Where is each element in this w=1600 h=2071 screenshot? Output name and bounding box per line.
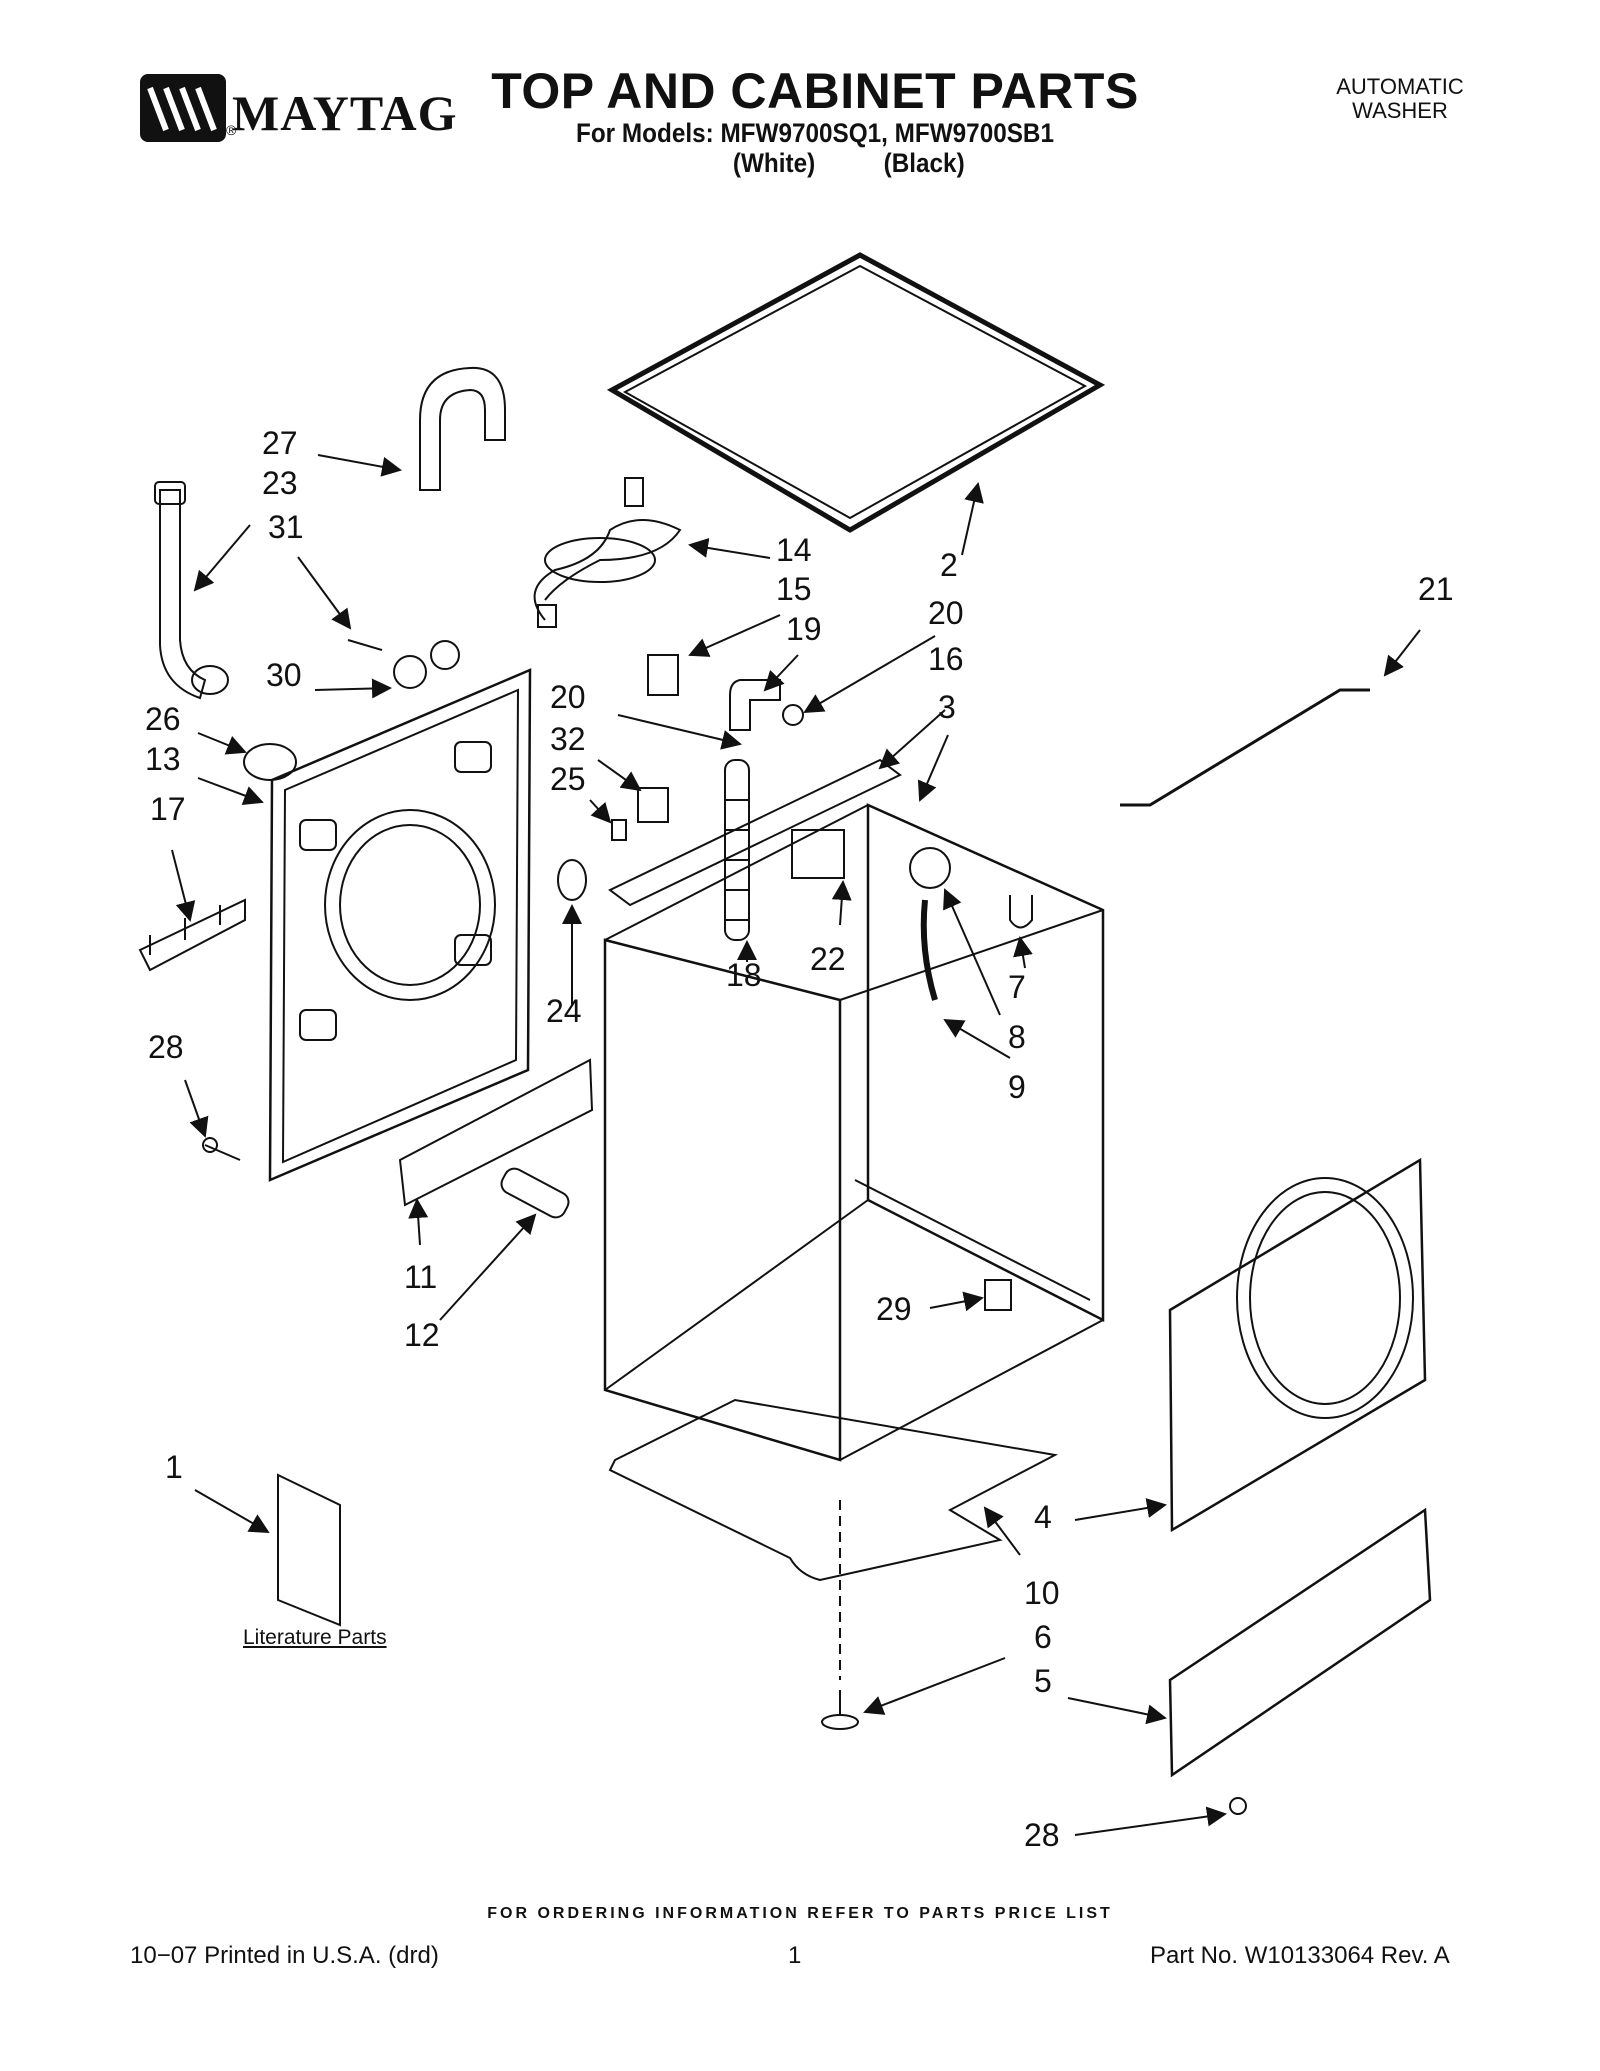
part-1-literature — [277, 1473, 341, 1627]
part-23-drain-hose — [154, 481, 229, 700]
part-28-screw-a — [202, 1137, 241, 1161]
brand-name: MAYTAG — [232, 85, 458, 141]
part-6-leveling-leg — [821, 1500, 859, 1730]
callout-4: 4 — [1034, 1499, 1052, 1535]
callout-21: 21 — [1418, 571, 1454, 607]
part-28-screw-b — [1229, 1797, 1247, 1815]
part-17-bracket — [138, 898, 246, 972]
leader-arrows — [171, 454, 1421, 1836]
callout-7: 7 — [1008, 969, 1026, 1005]
callout-28-front: 28 — [1024, 1817, 1060, 1853]
callout-16: 16 — [928, 641, 964, 677]
part-16-strip — [608, 758, 902, 907]
model-numbers: For Models: MFW9700SQ1, MFW9700SB1 — [575, 118, 1055, 148]
part-19-elbow — [729, 679, 804, 731]
callout-31: 31 — [268, 509, 304, 545]
part-12-damper — [500, 1167, 570, 1219]
maytag-logo: MAYTAG ® — [140, 70, 456, 146]
model-colors: (White) (Black) — [733, 148, 965, 179]
callout-27: 27 — [262, 425, 298, 461]
callout-15: 15 — [776, 571, 812, 607]
part-4-front-panel — [1168, 1157, 1427, 1533]
literature-parts-label: Literature Parts — [243, 1626, 387, 1649]
callout-20-left: 20 — [550, 679, 586, 715]
callout-25: 25 — [550, 761, 586, 797]
callout-12: 12 — [404, 1317, 440, 1353]
callout-28-rear: 28 — [148, 1029, 184, 1065]
part-27-hose-clip — [419, 366, 506, 491]
part-10-base-pan — [608, 1398, 1059, 1582]
callout-5: 5 — [1034, 1663, 1052, 1699]
part-30-31-fastener — [347, 639, 460, 689]
part-7-clip — [1009, 895, 1033, 929]
callout-19: 19 — [786, 611, 822, 647]
callout-13: 13 — [145, 741, 181, 777]
part-21-brace — [1120, 688, 1370, 807]
part-3-cabinet — [603, 803, 1105, 1462]
print-info: 10−07 Printed in U.S.A. (drd) — [130, 1942, 439, 1969]
part-number: Part No. W10133064 Rev. A — [1150, 1942, 1450, 1969]
callout-3: 3 — [938, 689, 956, 725]
appliance-type-line2: WASHER — [1352, 98, 1448, 123]
callout-32: 32 — [550, 721, 586, 757]
ordering-info: FOR ORDERING INFORMATION REFER TO PARTS … — [487, 1905, 1113, 1922]
callout-8: 8 — [1008, 1019, 1026, 1055]
callout-17: 17 — [150, 791, 186, 827]
part-32-bracket — [637, 787, 669, 823]
callout-26: 26 — [145, 701, 181, 737]
callout-18: 18 — [726, 957, 762, 993]
callout-20-right: 20 — [928, 595, 964, 631]
color-black: (Black) — [883, 148, 965, 178]
appliance-type-line1: AUTOMATIC — [1336, 74, 1464, 99]
part-26-grommet — [243, 743, 297, 781]
callout-30: 30 — [266, 657, 302, 693]
callout-2: 2 — [940, 547, 958, 583]
color-white: (White) — [732, 148, 816, 178]
callout-11: 11 — [404, 1259, 438, 1295]
part-29-clip — [984, 1279, 1012, 1311]
callout-29: 29 — [876, 1291, 912, 1327]
part-22-valve — [791, 829, 845, 879]
callout-1: 1 — [165, 1449, 183, 1485]
callout-9: 9 — [1008, 1069, 1026, 1105]
part-11-strap — [398, 1058, 594, 1207]
callout-24: 24 — [546, 993, 582, 1029]
part-9-tube — [920, 899, 938, 1001]
page-number: 1 — [788, 1942, 802, 1969]
callout-14: 14 — [776, 532, 812, 568]
part-14-power-cord — [533, 477, 682, 628]
part-5-kickplate — [1168, 1507, 1432, 1778]
maytag-logo-mark — [140, 74, 226, 142]
registered-mark: ® — [226, 122, 237, 138]
part-2-top — [606, 252, 1106, 533]
callout-22: 22 — [810, 941, 846, 977]
part-13-rear-panel — [268, 668, 532, 1182]
part-24-clip — [557, 859, 587, 901]
callout-10: 10 — [1024, 1575, 1060, 1611]
appliance-type: AUTOMATIC WASHER — [1290, 75, 1510, 123]
part-8-pressure-switch — [909, 847, 951, 889]
callout-6: 6 — [1034, 1619, 1052, 1655]
part-15-connector — [647, 654, 679, 696]
part-25-screw — [611, 819, 627, 841]
page-title: TOP AND CABINET PARTS — [491, 63, 1139, 119]
callout-23: 23 — [262, 465, 298, 501]
